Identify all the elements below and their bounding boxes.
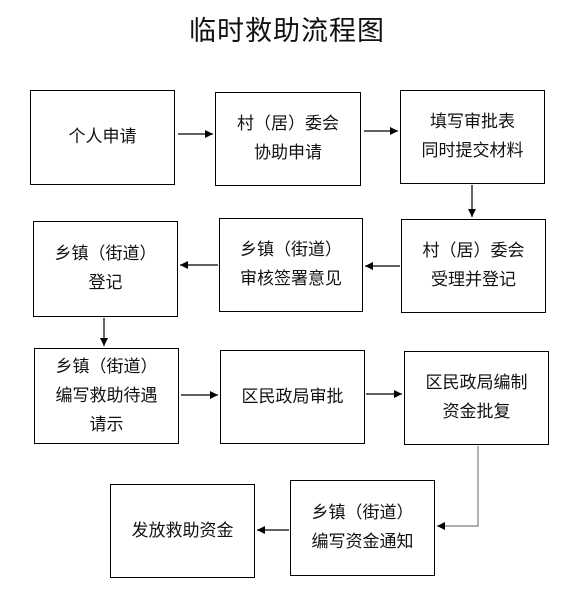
- step-personal-application: 个人申请: [30, 90, 175, 185]
- step-village-committee-register: 村（居）委会 受理并登记: [401, 219, 546, 313]
- step-label: 乡镇（街道） 审核签署意见: [240, 240, 342, 289]
- step-label: 乡镇（街道） 登记: [54, 244, 157, 293]
- step-label: 填写审批表 同时提交材料: [421, 112, 524, 161]
- step-district-approval: 区民政局审批: [220, 350, 365, 444]
- step-label: 乡镇（街道） 编写救助待遇 请示: [55, 356, 158, 435]
- step-township-register: 乡镇（街道） 登记: [33, 221, 178, 317]
- step-label: 村（居）委会 受理并登记: [422, 241, 525, 290]
- step-township-draft-request: 乡镇（街道） 编写救助待遇 请示: [34, 348, 179, 444]
- step-label: 村（居）委会 协助申请: [237, 114, 339, 163]
- step-label: 发放救助资金: [131, 520, 234, 541]
- step-township-fund-notice: 乡镇（街道） 编写资金通知: [290, 480, 435, 576]
- step-label: 乡镇（街道） 编写资金通知: [311, 503, 414, 552]
- step-label: 区民政局编制 资金批复: [425, 373, 528, 422]
- step-fill-form-submit-materials: 填写审批表 同时提交材料: [400, 90, 545, 184]
- arrow-s9-s10: [437, 446, 479, 530]
- step-township-review-opinion: 乡镇（街道） 审核签署意见: [219, 218, 363, 312]
- step-label: 个人申请: [68, 127, 137, 147]
- step-village-committee-assist: 村（居）委会 协助申请: [215, 92, 361, 186]
- step-disburse-funds: 发放救助资金: [110, 484, 255, 578]
- diagram-title: 临时救助流程图: [189, 16, 385, 47]
- step-label: 区民政局审批: [241, 386, 344, 407]
- step-district-fund-reply: 区民政局编制 资金批复: [404, 351, 549, 445]
